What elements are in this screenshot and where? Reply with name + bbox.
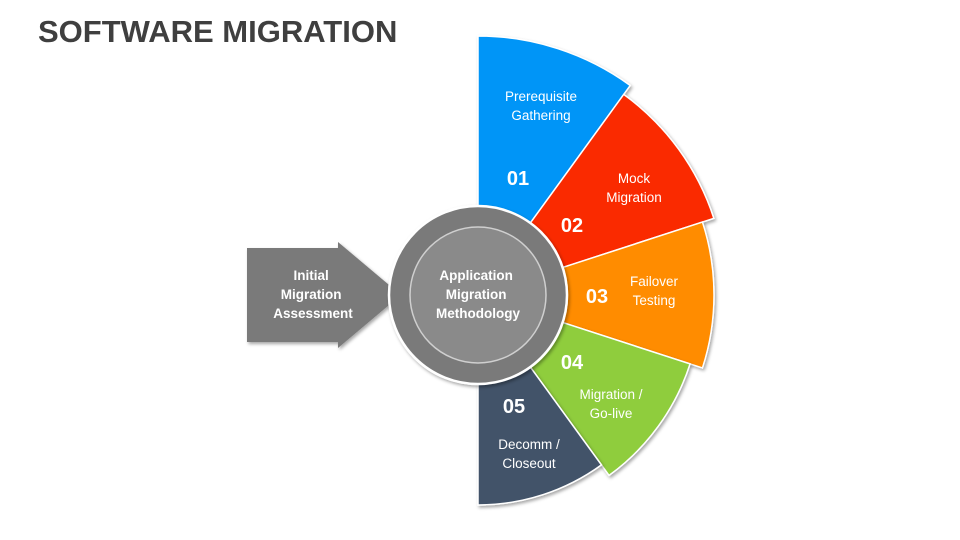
step-label: Failover — [630, 274, 679, 289]
svg-text:Application Migration: Application Migration Methodology — [436, 268, 520, 321]
step-number: 04 — [561, 352, 584, 374]
step-number: 02 — [561, 215, 583, 237]
center-line: Migration — [446, 287, 507, 302]
step-label: Decomm / — [498, 437, 560, 452]
page-title: SOFTWARE MIGRATION — [38, 14, 398, 49]
segment-shape — [475, 221, 715, 369]
input-line: Initial — [293, 268, 328, 283]
center-line: Methodology — [436, 306, 520, 321]
center-line: Application — [439, 268, 513, 283]
step-number: 01 — [507, 168, 529, 190]
input-line: Assessment — [273, 306, 353, 321]
center-hub: Application Migration Methodology — [387, 204, 569, 386]
step-label: Migration / — [579, 387, 642, 402]
input-arrow: Initial Migration Assessment — [247, 242, 401, 348]
step-label: Go-live — [590, 406, 633, 421]
step-label: Mock — [618, 171, 651, 186]
step-number: 05 — [503, 396, 525, 418]
step-label: Migration — [606, 190, 662, 205]
step-label: Prerequisite — [505, 89, 577, 104]
step-number: 03 — [586, 286, 608, 308]
svg-text:Initial Migration: Initial Migration Assessment — [273, 268, 353, 321]
step-label: Closeout — [502, 456, 556, 471]
input-line: Migration — [281, 287, 342, 302]
step-label: Gathering — [511, 108, 570, 123]
step-label: Testing — [633, 293, 676, 308]
